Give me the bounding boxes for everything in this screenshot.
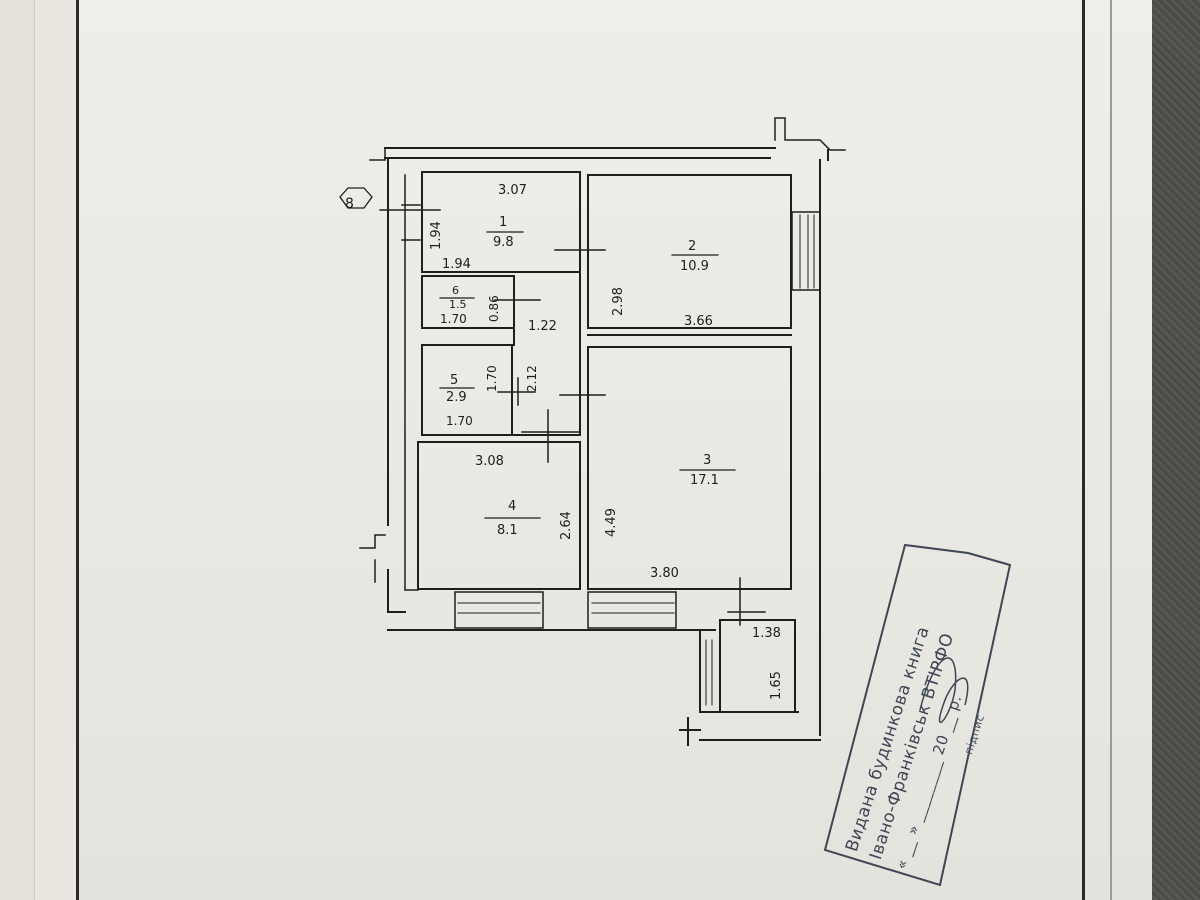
dim-room5-right: 1.70 <box>485 365 499 392</box>
sheet-edge <box>1110 0 1112 900</box>
stamp-signature <box>919 657 969 723</box>
window-bottom-1 <box>454 591 544 629</box>
room-5-number: 5 <box>450 373 459 388</box>
wall-break-top <box>369 117 846 161</box>
dim-corridor-width: 1.22 <box>528 319 557 334</box>
window-bottom-2 <box>587 591 677 629</box>
dim-room1-bottom: 1.94 <box>442 257 471 272</box>
sheet-frame-left <box>76 0 79 900</box>
dim-room5-bottom: 1.70 <box>446 414 473 428</box>
dim-room6-bottom: 1.70 <box>440 312 467 326</box>
room-5-area: 2.9 <box>446 390 467 405</box>
left-wall-inner <box>404 174 419 591</box>
balcony-rail <box>705 639 713 706</box>
dim-room6-side: 0.86 <box>487 295 501 322</box>
sheet-frame-right <box>1082 0 1085 900</box>
room-5-outline <box>421 344 513 436</box>
table-surface <box>1152 0 1200 900</box>
floor-plan-sheet <box>79 0 1166 900</box>
room-4-area: 8.1 <box>497 523 518 538</box>
room-1-number: 1 <box>499 215 508 230</box>
wall-break-left <box>359 534 386 583</box>
room-2-area: 10.9 <box>680 259 709 274</box>
previous-page-edge <box>0 0 35 900</box>
room-4-number: 4 <box>508 499 517 514</box>
dim-room4-right: 2.64 <box>559 511 574 540</box>
room-3-area: 17.1 <box>690 473 719 488</box>
dim-room2-bottom: 3.66 <box>684 314 713 329</box>
room-6-number: 6 <box>452 284 459 297</box>
dim-room4-top: 3.08 <box>475 454 504 469</box>
axis-marker <box>339 187 373 209</box>
corridor-wall <box>513 171 581 436</box>
balcony-inner <box>719 619 796 713</box>
room-3-outline <box>587 346 792 590</box>
room-2-outline <box>587 174 792 329</box>
dim-balcony-side: 1.65 <box>769 671 784 700</box>
axis-marker-label: 8 <box>345 196 354 212</box>
left-window <box>401 204 421 241</box>
dim-corridor-length: 2.12 <box>525 365 539 392</box>
room-6-area: 1.5 <box>449 298 467 311</box>
window-right <box>791 211 821 291</box>
dim-room3-left: 4.49 <box>604 508 619 537</box>
room-3-number: 3 <box>703 453 712 468</box>
room-4-outline <box>417 441 581 590</box>
stamp-frame <box>823 543 1012 887</box>
dim-room2-left: 2.98 <box>611 287 626 316</box>
outer-wall-bottom <box>387 611 716 631</box>
outer-wall-top <box>384 147 776 159</box>
dim-room3-bottom: 3.80 <box>650 566 679 581</box>
dim-balcony-top: 1.38 <box>752 626 781 641</box>
dim-room1-left: 1.94 <box>429 221 444 250</box>
door-ticks <box>379 209 766 626</box>
balcony-outline <box>679 619 821 746</box>
outer-wall-right <box>819 149 829 736</box>
room-1-area: 9.8 <box>493 235 514 250</box>
dim-room1-top: 3.07 <box>498 183 527 198</box>
room-2-number: 2 <box>688 239 697 254</box>
